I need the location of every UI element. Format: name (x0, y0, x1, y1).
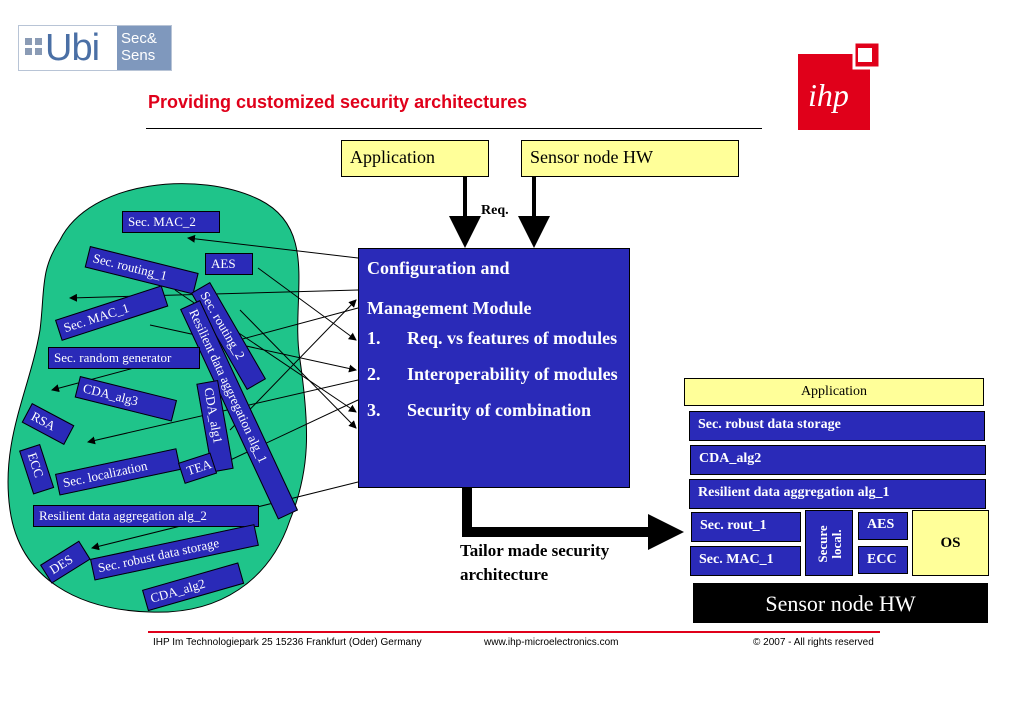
stack-os-label: OS (940, 535, 961, 551)
logo-word: Ubi (45, 27, 100, 69)
module-item-number: 1. (367, 328, 381, 348)
title-divider (146, 128, 762, 129)
output-arrowhead (648, 514, 684, 550)
module-item: 3. Security of combination (367, 397, 621, 423)
stack-row-robust-storage: Sec. robust data storage (689, 411, 985, 441)
output-arrow (462, 488, 652, 537)
stack-application: Application (684, 378, 984, 406)
config-management-module: Configuration and Management Module 1. R… (358, 248, 630, 488)
footer-divider (148, 631, 880, 633)
stack-application-label: Application (800, 384, 868, 399)
ihp-logo: ihp (798, 40, 882, 132)
module-item: 1. Req. vs features of modules (367, 325, 621, 351)
module-item-text: Security of combination (407, 400, 591, 420)
selection-arrow (229, 299, 357, 431)
stack-row-cda-alg2: CDA_alg2 (690, 445, 986, 475)
selection-arrow (239, 309, 357, 429)
module-item-text: Req. vs features of modules (407, 328, 618, 348)
footer-url[interactable]: www.ihp-microelectronics.com (484, 637, 619, 648)
logo-tag-line2: Sens (121, 47, 156, 64)
logo-dots-icon (25, 38, 43, 56)
selection-arrow (257, 267, 357, 341)
req-label: Req. (481, 203, 509, 218)
module-title-line1: Configuration and (367, 258, 510, 278)
module-item: 2. Interoperability of modules (367, 361, 621, 387)
footer-address: IHP Im Technologiepark 25 15236 Frankfur… (153, 637, 422, 648)
application-input-label: Application (350, 147, 435, 167)
ihp-logo-text: ihp (808, 77, 849, 113)
logo-tag-line1: Sec& (121, 30, 157, 47)
stack-ecc: ECC (858, 546, 908, 574)
blob-module-sec-mac-2: Sec. MAC_2 (122, 211, 220, 233)
module-item-number: 2. (367, 364, 381, 384)
page-title: Providing customized security architectu… (148, 92, 528, 112)
sensor-hw-input-label: Sensor node HW (530, 147, 653, 167)
tailor-made-label: Tailor made security architecture (460, 541, 610, 584)
module-title-line2: Management Module (367, 298, 532, 318)
stack-secure-localization-label: Secure local. (815, 525, 844, 563)
stack-row-resilient-alg-1: Resilient data aggregation alg_1 (689, 479, 986, 509)
module-item-text: Interoperability of modules (407, 364, 618, 384)
stack-aes: AES (858, 512, 908, 540)
module-item-number: 3. (367, 400, 381, 420)
stack-sensor-node-hw-label: Sensor node HW (765, 591, 916, 616)
application-input-box: Application (341, 140, 489, 177)
stack-secure-localization: Secure local. (805, 510, 853, 576)
logo-tag: Sec& Sens (117, 26, 171, 70)
blob-module-sec-random-generator: Sec. random generator (48, 347, 200, 369)
blob-module-aes: AES (205, 253, 253, 275)
stack-sec-rout-1: Sec. rout_1 (691, 512, 801, 542)
stack-os: OS (912, 510, 989, 576)
selection-arrow (187, 234, 359, 259)
blob-module-resilient-alg-2: Resilient data aggregation alg_2 (33, 505, 259, 527)
sensor-hw-input-box: Sensor node HW (521, 140, 739, 177)
ubisecsens-logo: Ubi Sec& Sens (18, 25, 172, 71)
stack-sensor-node-hw: Sensor node HW (693, 583, 988, 623)
selection-arrow (149, 324, 357, 373)
footer-copyright: © 2007 - All rights reserved (753, 637, 874, 648)
stack-sec-mac-1: Sec. MAC_1 (690, 546, 801, 576)
